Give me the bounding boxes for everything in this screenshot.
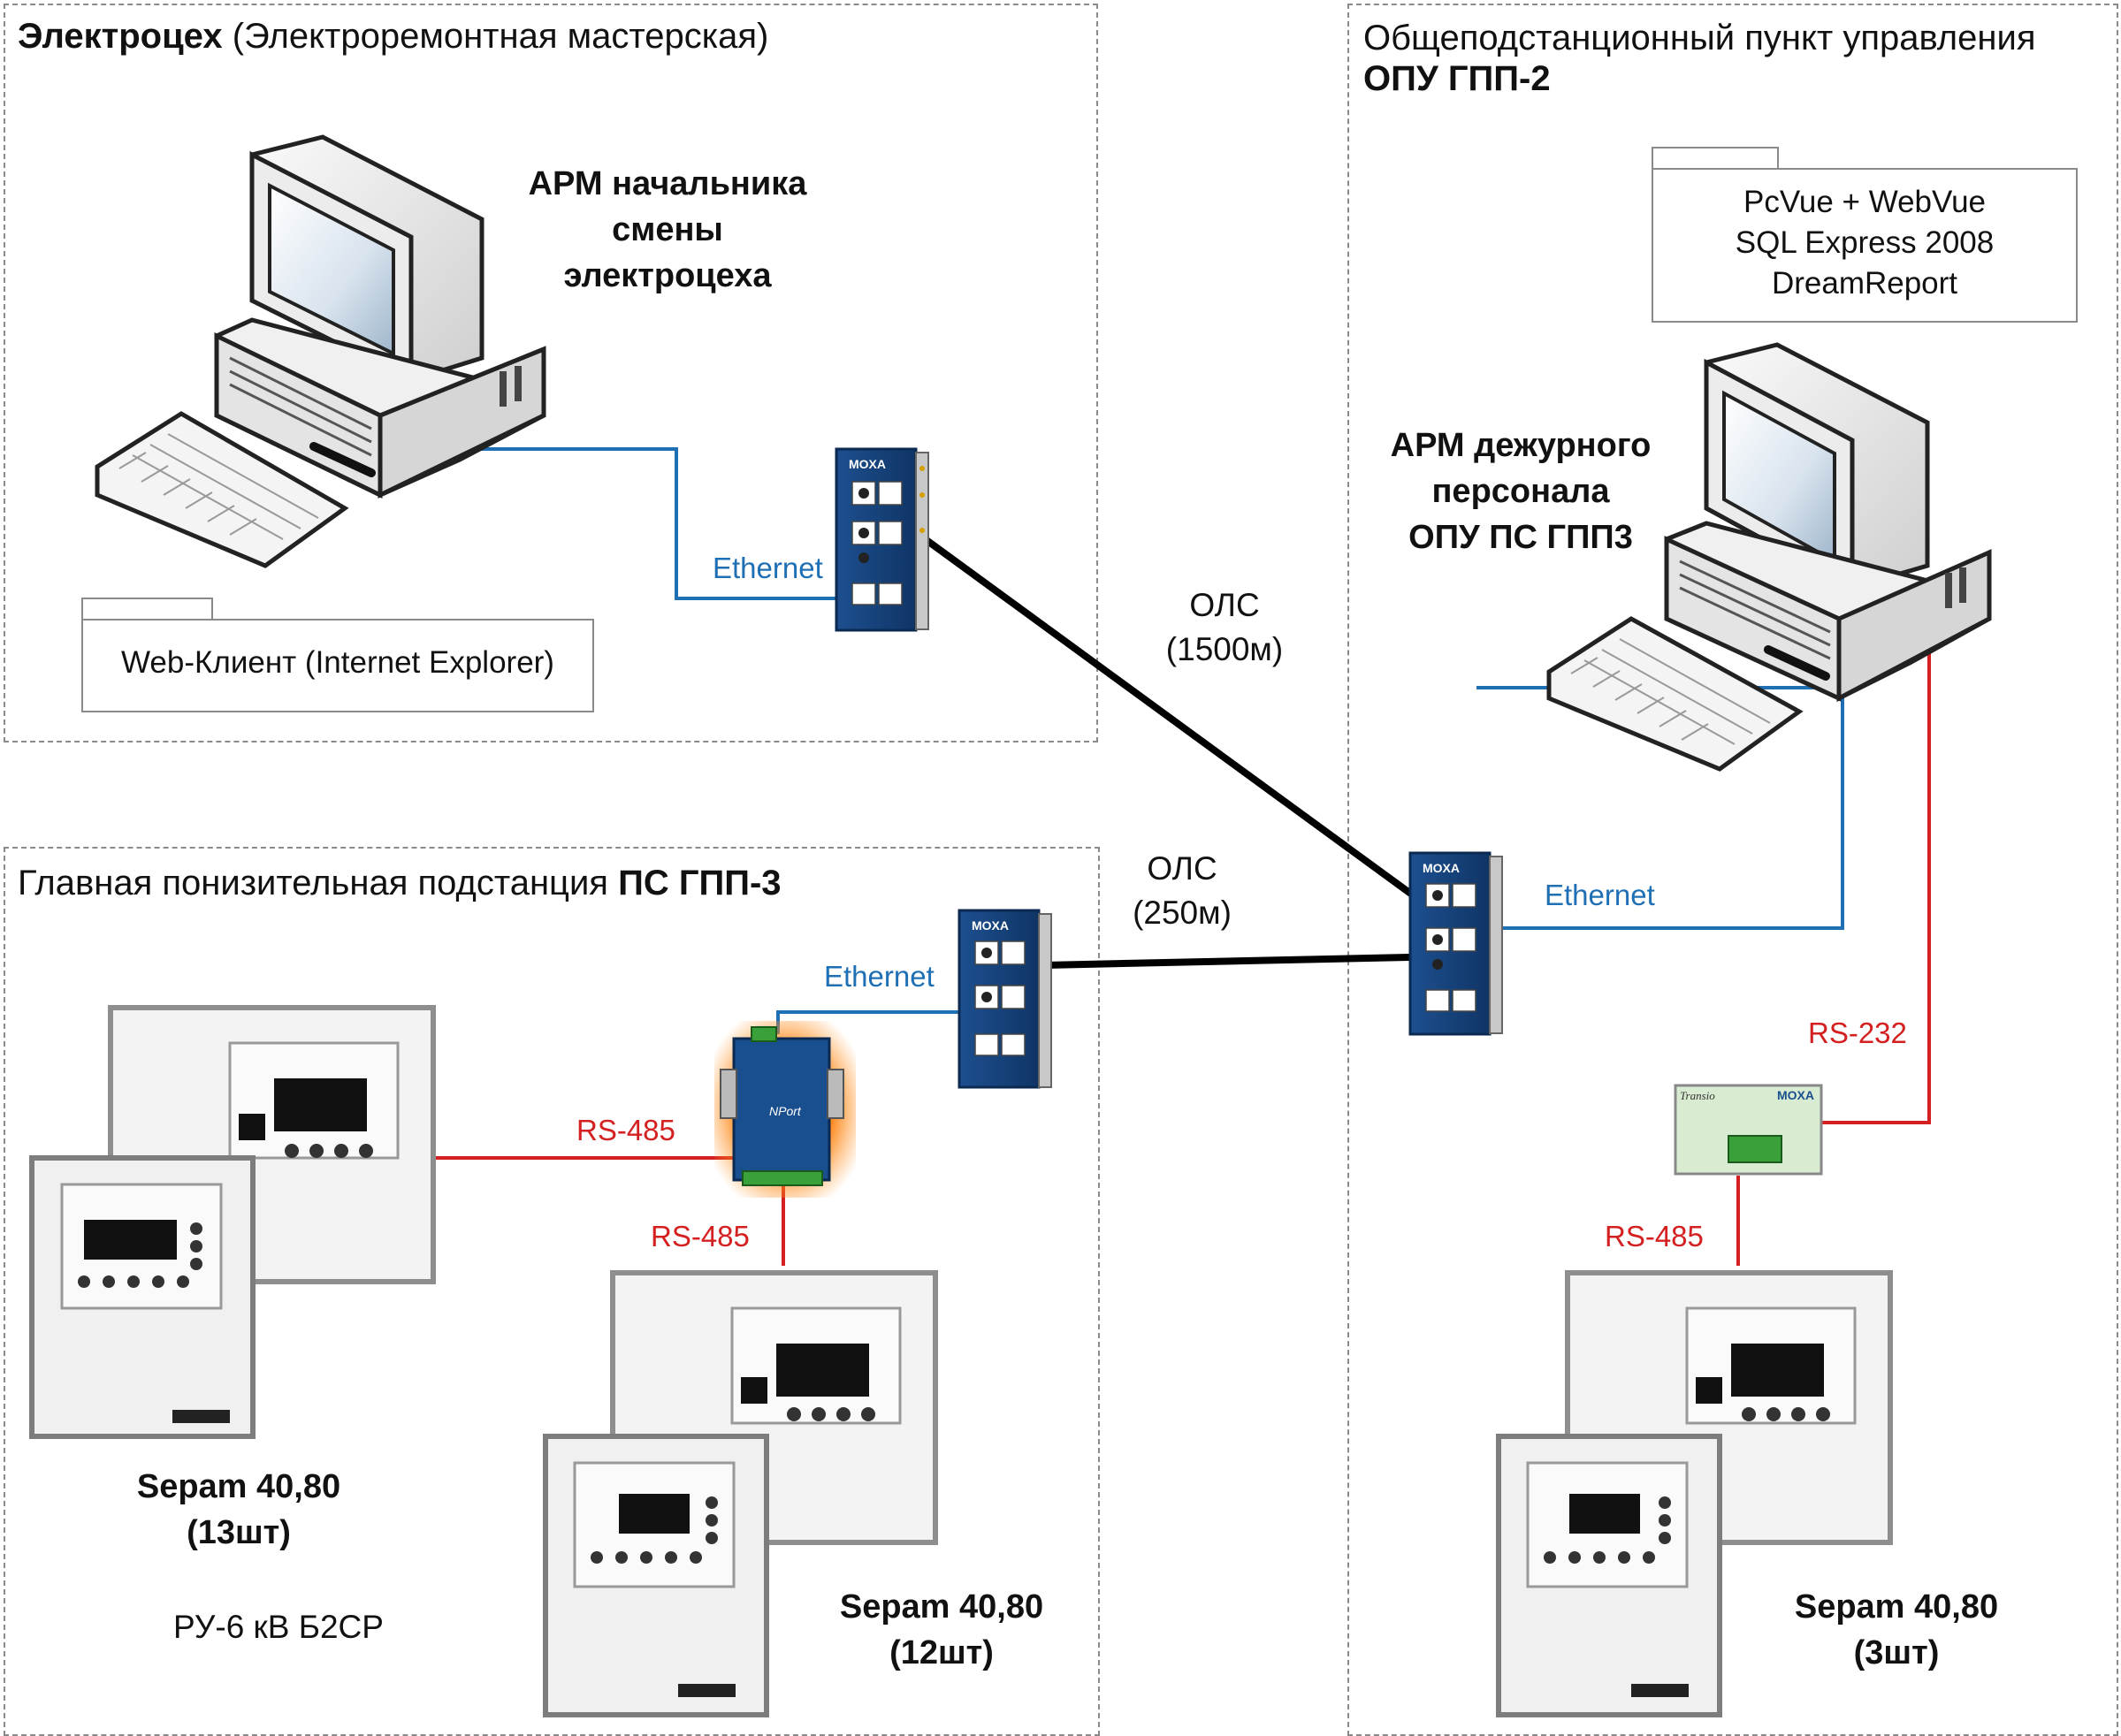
shift-chief-workstation-label: АРМ начальника смены электроцеха bbox=[528, 165, 807, 294]
serial-links bbox=[433, 635, 1931, 1266]
rs485-label-left: RS-485 bbox=[576, 1114, 675, 1146]
zone-title-gpp3: Главная понизительная подстанция ПС ГПП-… bbox=[18, 864, 782, 902]
fiber-link-1500 bbox=[862, 491, 1457, 929]
moxa-switch-top-brand: MOXA bbox=[849, 457, 886, 471]
ethernet-link-shift-pc bbox=[455, 447, 844, 600]
software-line-1: PcVue + WebVue bbox=[1743, 185, 1987, 219]
web-client-note: Web-Клиент (Internet Explorer) bbox=[81, 619, 594, 712]
rs485-label-right: RS-485 bbox=[1605, 1220, 1704, 1253]
nport-converter-icon: NPort bbox=[714, 1021, 856, 1198]
sepam-relay-group-middle-icon bbox=[543, 1270, 938, 1717]
moxa-switch-gpp3-brand: MOXA bbox=[972, 918, 1009, 933]
sepam-label-left: Sepam 40,80(13шт) bbox=[136, 1468, 341, 1551]
moxa-switch-gpp3-icon: MOXA bbox=[958, 909, 1052, 1089]
zone-title-elektrotseh: Электроцех (Электроремонтная мастерская) bbox=[18, 17, 769, 56]
sepam-label-right: Sepam 40,80(3шт) bbox=[1794, 1588, 1999, 1671]
shift-chief-computer-icon bbox=[95, 134, 546, 568]
sepam-relay-group-left-icon bbox=[29, 1005, 436, 1439]
moxa-switch-top-icon: MOXA bbox=[835, 447, 929, 632]
software-note: PcVue + WebVue SQL Express 2008 DreamRep… bbox=[1652, 168, 2078, 323]
software-line-3: DreamReport bbox=[1771, 266, 1958, 301]
rs485-label-mid: RS-485 bbox=[651, 1220, 750, 1253]
moxa-switch-opu-icon: MOXA bbox=[1408, 851, 1503, 1036]
ethernet-label-top: Ethernet bbox=[713, 552, 823, 584]
fiber-links bbox=[862, 491, 1457, 970]
software-line-2: SQL Express 2008 bbox=[1735, 225, 1995, 260]
duty-staff-computer-icon bbox=[1546, 342, 1992, 772]
moxa-switch-opu-brand: MOXA bbox=[1423, 861, 1460, 875]
rs232-link bbox=[1821, 635, 1931, 1124]
sepam-label-middle: Sepam 40,80(12шт) bbox=[839, 1588, 1044, 1671]
zone-opu bbox=[1347, 4, 2118, 1736]
converter-brand-label: MOXA bbox=[1777, 1088, 1814, 1102]
duty-staff-workstation-label: АРМ дежурного персонала ОПУ ПС ГПП3 bbox=[1390, 427, 1652, 556]
ethernet-label-gpp3: Ethernet bbox=[824, 960, 935, 993]
zone-elektrotseh bbox=[4, 4, 1098, 742]
rs232-label: RS-232 bbox=[1808, 1016, 1907, 1049]
ols-250-label: ОЛС(250м) bbox=[1133, 850, 1232, 931]
rs232-rs485-converter-icon: Transio MOXA bbox=[1674, 1084, 1823, 1176]
web-client-label: Web-Клиент (Internet Explorer) bbox=[121, 645, 554, 680]
fiber-link-250 bbox=[1003, 953, 1451, 970]
ols-1500-label: ОЛС(1500м) bbox=[1165, 587, 1284, 667]
ethernet-label-opu: Ethernet bbox=[1545, 879, 1655, 911]
zone-gpp3 bbox=[4, 847, 1100, 1736]
nport-model-label: NPort bbox=[769, 1104, 802, 1118]
sepam-relay-group-right-icon bbox=[1496, 1270, 1893, 1717]
converter-model-label: Transio bbox=[1680, 1089, 1715, 1102]
zone-title-opu: Общеподстанционный пункт управления ОПУ … bbox=[1363, 19, 2036, 98]
ru-label: РУ-6 кВ Б2СР bbox=[173, 1609, 384, 1645]
